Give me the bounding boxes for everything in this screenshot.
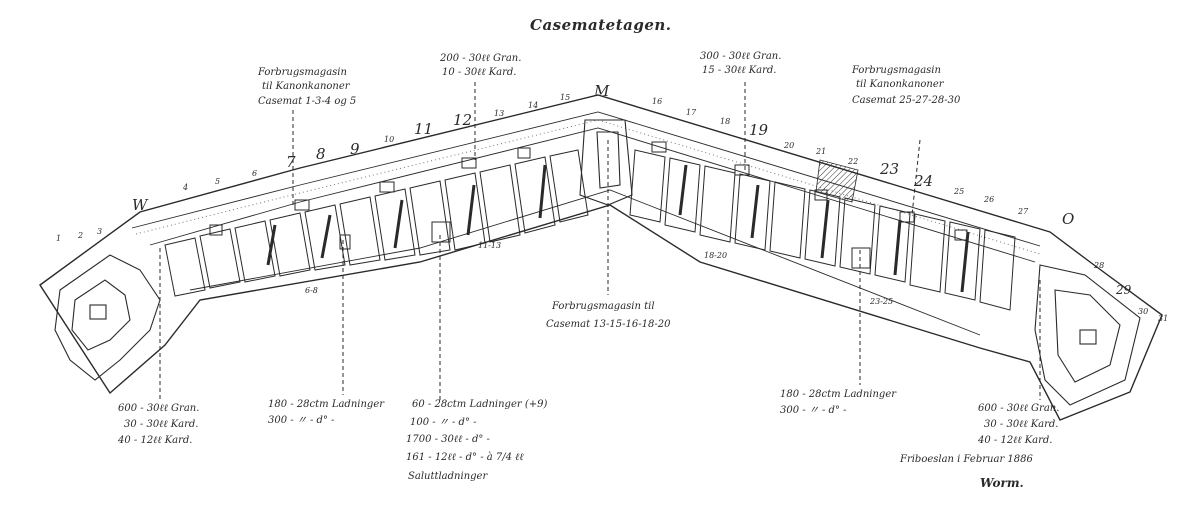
casemate-number-16: 16 bbox=[652, 97, 663, 106]
signature-name: Worm. bbox=[980, 476, 1024, 490]
bottom-c2-note-line-1: 60 - 28ctm Ladninger (+9) bbox=[412, 399, 548, 410]
casemate-number-19: 19 bbox=[749, 121, 769, 139]
casemate-number-21: 21 bbox=[816, 147, 827, 156]
casemate-number-23: 23 bbox=[880, 160, 900, 178]
top-left-note-line-2: til Kanonkanoner bbox=[262, 81, 350, 92]
casemate-number-18: 18 bbox=[720, 117, 731, 126]
casemate-number-O: O bbox=[1062, 210, 1075, 228]
bottom-c1-note-line-1: 180 - 28ctm Ladninger bbox=[268, 399, 385, 410]
casemate-number-4: 4 bbox=[183, 183, 189, 192]
top-left-note-line-3: Casemat 1-3-4 og 5 bbox=[258, 96, 357, 107]
parapet-dots bbox=[135, 119, 1041, 255]
casemate-number-29: 29 bbox=[1116, 283, 1132, 297]
casemate-number-24: 24 bbox=[914, 172, 934, 190]
bottom-left-note-line-3: 40 - 12ℓℓ Kard. bbox=[118, 435, 193, 446]
bottom-right-note-line-2: 30 - 30ℓℓ Kard. bbox=[984, 419, 1059, 430]
left-end-block bbox=[54, 254, 161, 381]
casemate-number-28: 28 bbox=[1094, 261, 1105, 270]
bottom-right-note-line-1: 600 - 30ℓℓ Gran. bbox=[978, 403, 1060, 414]
casemate-number-26: 26 bbox=[984, 195, 995, 204]
right-end-block bbox=[1034, 264, 1141, 406]
rampart-outline bbox=[39, 94, 1163, 421]
bottom-c3-note-line-1: 180 - 28ctm Ladninger bbox=[780, 389, 897, 400]
casemate-number-20: 20 bbox=[784, 141, 795, 150]
casemate-number-10: 10 bbox=[384, 135, 395, 144]
casemate-number-11: 11 bbox=[414, 120, 434, 138]
casemate-number-12: 12 bbox=[453, 111, 473, 129]
left-wing-casemates bbox=[164, 147, 589, 297]
casemate-number-13: 13 bbox=[494, 109, 505, 118]
bottom-c2-note-line-3: 1700 - 30ℓℓ - d° - bbox=[406, 434, 490, 445]
casemate-number-5: 5 bbox=[215, 177, 221, 186]
group-label-23-25: 23-25 bbox=[870, 297, 894, 306]
casemate-number-17: 17 bbox=[686, 108, 697, 117]
bottom-right-note-line-3: 40 - 12ℓℓ Kard. bbox=[978, 435, 1053, 446]
plan-title: Casematetagen. bbox=[530, 16, 672, 34]
casemate-number-15: 15 bbox=[560, 93, 571, 102]
casemate-number-25: 25 bbox=[954, 187, 965, 196]
casemate-number-M: M bbox=[594, 82, 610, 100]
bottom-left-note-line-2: 30 - 30ℓℓ Kard. bbox=[124, 419, 199, 430]
bottom-center-note-line-1: Forbrugsmagasin til bbox=[552, 301, 655, 312]
bottom-c2-note-line-5: Saluttladninger bbox=[408, 471, 488, 482]
casemate-number-27: 27 bbox=[1018, 207, 1029, 216]
hatched-section bbox=[815, 159, 859, 203]
casemate-number-1: 1 bbox=[56, 234, 62, 243]
center-capital bbox=[579, 119, 633, 206]
casemate-number-31: 31 bbox=[1158, 314, 1169, 323]
leader-lines bbox=[159, 82, 1041, 400]
casemate-number-W: W bbox=[132, 196, 148, 214]
casemate-number-30: 30 bbox=[1138, 307, 1149, 316]
bottom-c1-note-line-2: 300 - 〃 - d° - bbox=[268, 415, 335, 426]
top-right-note-line-2: 15 - 30ℓℓ Kard. bbox=[702, 65, 777, 76]
top-far-right-note-line-1: Forbrugsmagasin bbox=[852, 65, 941, 76]
signature-place-date: Friboeslan i Februar 1886 bbox=[900, 454, 1033, 465]
casemate-number-3: 3 bbox=[97, 227, 103, 236]
casemate-number-22: 22 bbox=[848, 157, 859, 166]
casemate-number-7: 7 bbox=[286, 153, 296, 171]
top-center-note-line-1: 200 - 30ℓℓ Gran. bbox=[440, 53, 522, 64]
bottom-c2-note-line-4: 161 - 12ℓℓ - d° - à 7/4 ℓℓ bbox=[406, 452, 524, 463]
bottom-c3-note-line-2: 300 - 〃 - d° - bbox=[780, 405, 847, 416]
bottom-c2-note-line-2: 100 - 〃 - d° - bbox=[410, 417, 477, 428]
casemate-number-8: 8 bbox=[316, 145, 326, 163]
top-left-note-line-1: Forbrugsmagasin bbox=[258, 67, 347, 78]
casemate-number-9: 9 bbox=[350, 140, 360, 158]
casemate-number-6: 6 bbox=[252, 169, 258, 178]
top-right-note-line-1: 300 - 30ℓℓ Gran. bbox=[700, 51, 782, 62]
group-label-6-8: 6-8 bbox=[305, 286, 318, 295]
top-far-right-note-line-3: Casemat 25-27-28-30 bbox=[852, 95, 961, 106]
top-center-note-line-2: 10 - 30ℓℓ Kard. bbox=[442, 67, 517, 78]
casemate-number-2: 2 bbox=[78, 231, 84, 240]
group-label-11-13: 11-13 bbox=[478, 241, 502, 250]
top-far-right-note-line-2: til Kanonkanoner bbox=[856, 79, 944, 90]
group-label-18-20: 18-20 bbox=[704, 251, 728, 260]
bottom-left-note-line-1: 600 - 30ℓℓ Gran. bbox=[118, 403, 200, 414]
bottom-center-note-line-2: Casemat 13-15-16-18-20 bbox=[546, 319, 671, 330]
casemate-number-14: 14 bbox=[528, 101, 539, 110]
